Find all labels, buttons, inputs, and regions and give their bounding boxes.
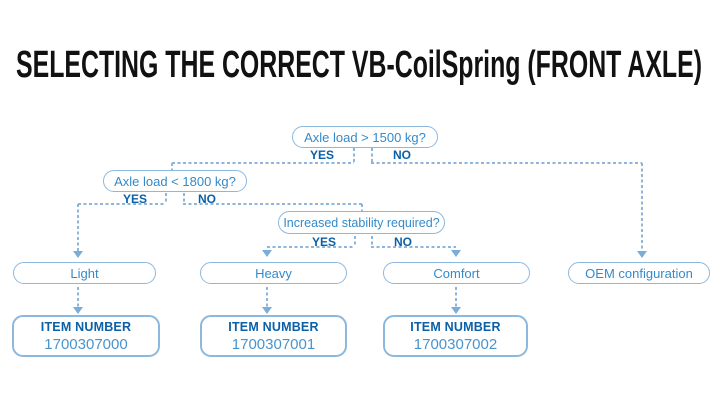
connector-d1-no-horizontal [371,162,642,164]
decision-axle-load-gt-1500-label: Axle load > 1500 kg? [304,129,426,145]
connector-d3-entry-stub [361,204,363,212]
connector-d2-yes-horizontal [78,203,166,205]
decision-axle-load-lt-1800: Axle load < 1800 kg? [103,170,247,192]
outcome-comfort: Comfort [383,262,530,284]
page-title: SELECTING THE CORRECT VB-CoilSpring (FRO… [16,44,702,86]
yes-label-axle-1800: YES [122,192,147,206]
connector-light-to-item [77,287,79,307]
decision-axle-load-gt-1500: Axle load > 1500 kg? [292,126,438,148]
connector-comfort-to-item [455,287,457,307]
connector-d3-yes-horizontal [267,246,355,248]
decision-increased-stability: Increased stability required? [278,211,445,234]
connector-d1-yes-stub [353,148,355,163]
arrow-down-icon-item-heavy [262,307,272,314]
item-number-value: 1700307002 [413,335,498,353]
item-number-heading: ITEM NUMBER [410,319,501,334]
item-number-box-comfort: ITEM NUMBER 1700307002 [383,315,528,357]
item-number-heading: ITEM NUMBER [40,319,132,334]
connector-d1-yes-horizontal [172,162,354,164]
decision-increased-stability-label: Increased stability required? [283,215,440,230]
outcome-light-label: Light [70,265,99,281]
page-title-text: SELECTING THE CORRECT VB-CoilSpring (FRO… [16,44,702,86]
connector-oem-vertical [641,163,643,251]
connector-heavy-to-item [266,287,268,307]
connector-light-vertical [77,204,79,251]
arrow-down-icon-light [73,251,83,258]
outcome-light: Light [13,262,156,284]
item-number-value: 1700307000 [44,335,128,353]
connector-d3-yes-stub [354,236,356,247]
yes-label-stability: YES [311,235,336,249]
no-label-stability: NO [394,235,412,249]
outcome-comfort-label: Comfort [433,265,480,281]
arrow-down-icon-item-comfort [451,307,461,314]
connector-d2-entry-stub [171,163,173,171]
item-number-heading: ITEM NUMBER [228,319,319,334]
connector-d3-no-horizontal [371,246,456,248]
connector-d2-no-stub [183,193,185,204]
item-number-box-heavy: ITEM NUMBER 1700307001 [200,315,347,357]
arrow-down-icon-comfort [451,250,461,257]
arrow-down-icon-oem [637,251,647,258]
arrow-down-icon-item-light [73,307,83,314]
no-label-axle-1500: NO [393,148,411,162]
outcome-heavy-label: Heavy [255,265,292,281]
no-label-axle-1800: NO [198,192,216,206]
yes-label-axle-1500: YES [309,148,334,162]
outcome-heavy: Heavy [200,262,347,284]
item-number-box-light: ITEM NUMBER 1700307000 [12,315,160,357]
outcome-oem-configuration-label: OEM configuration [585,265,693,281]
connector-d3-no-stub [371,236,373,247]
connector-d2-no-horizontal [183,203,362,205]
arrow-down-icon-heavy [262,250,272,257]
connector-d1-no-stub [371,148,373,163]
connector-d2-yes-stub [165,193,167,204]
outcome-oem-configuration: OEM configuration [568,262,710,284]
decision-axle-load-lt-1800-label: Axle load < 1800 kg? [114,173,236,189]
item-number-value: 1700307001 [231,335,316,353]
